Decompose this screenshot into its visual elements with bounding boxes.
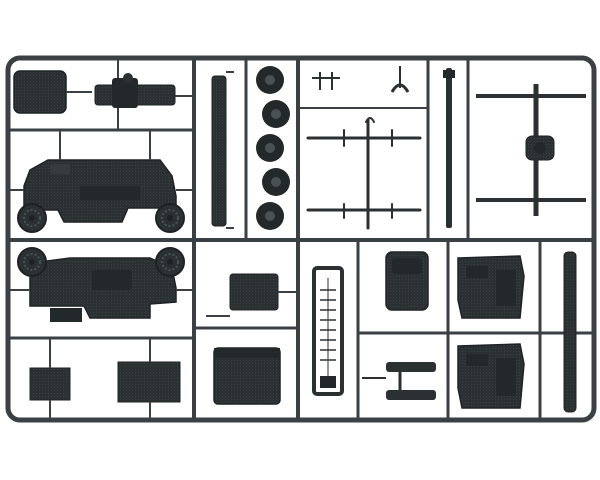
part-tall-rod [443, 68, 455, 228]
part-linkage [362, 362, 436, 400]
sprue-outer-rail [5, 55, 597, 423]
part-axle-assembly [476, 84, 586, 216]
part-wheel-gear-1 [17, 203, 47, 233]
part-plate-small [29, 338, 71, 418]
sprue-frame [5, 55, 597, 423]
part-right-strip [563, 251, 577, 413]
part-long-strip [211, 71, 234, 229]
part-plate-large [117, 338, 181, 418]
part-lower-hull [10, 257, 192, 322]
part-chassis-rods [306, 117, 422, 230]
part-wheel-gear-3 [17, 247, 47, 277]
part-storage-box [213, 347, 281, 405]
part-engine-block [94, 73, 192, 108]
part-small-bracket [312, 66, 410, 93]
part-seat-top-left [13, 70, 92, 114]
part-seat-right [385, 251, 429, 311]
part-upper-hull [10, 130, 192, 223]
part-door-panel-lower [457, 343, 525, 409]
part-road-wheel-5 [256, 202, 284, 230]
part-road-wheel-2 [262, 100, 290, 128]
part-radiator-box [206, 273, 296, 317]
part-road-wheel-1 [256, 66, 284, 94]
part-wheel-gear-4 [155, 247, 185, 277]
part-wheel-gear-2 [155, 203, 185, 233]
part-grille [312, 266, 344, 396]
part-road-wheel-3 [256, 134, 284, 162]
part-door-panel-upper [457, 255, 525, 319]
road-wheels [256, 66, 290, 230]
part-road-wheel-4 [262, 168, 290, 196]
